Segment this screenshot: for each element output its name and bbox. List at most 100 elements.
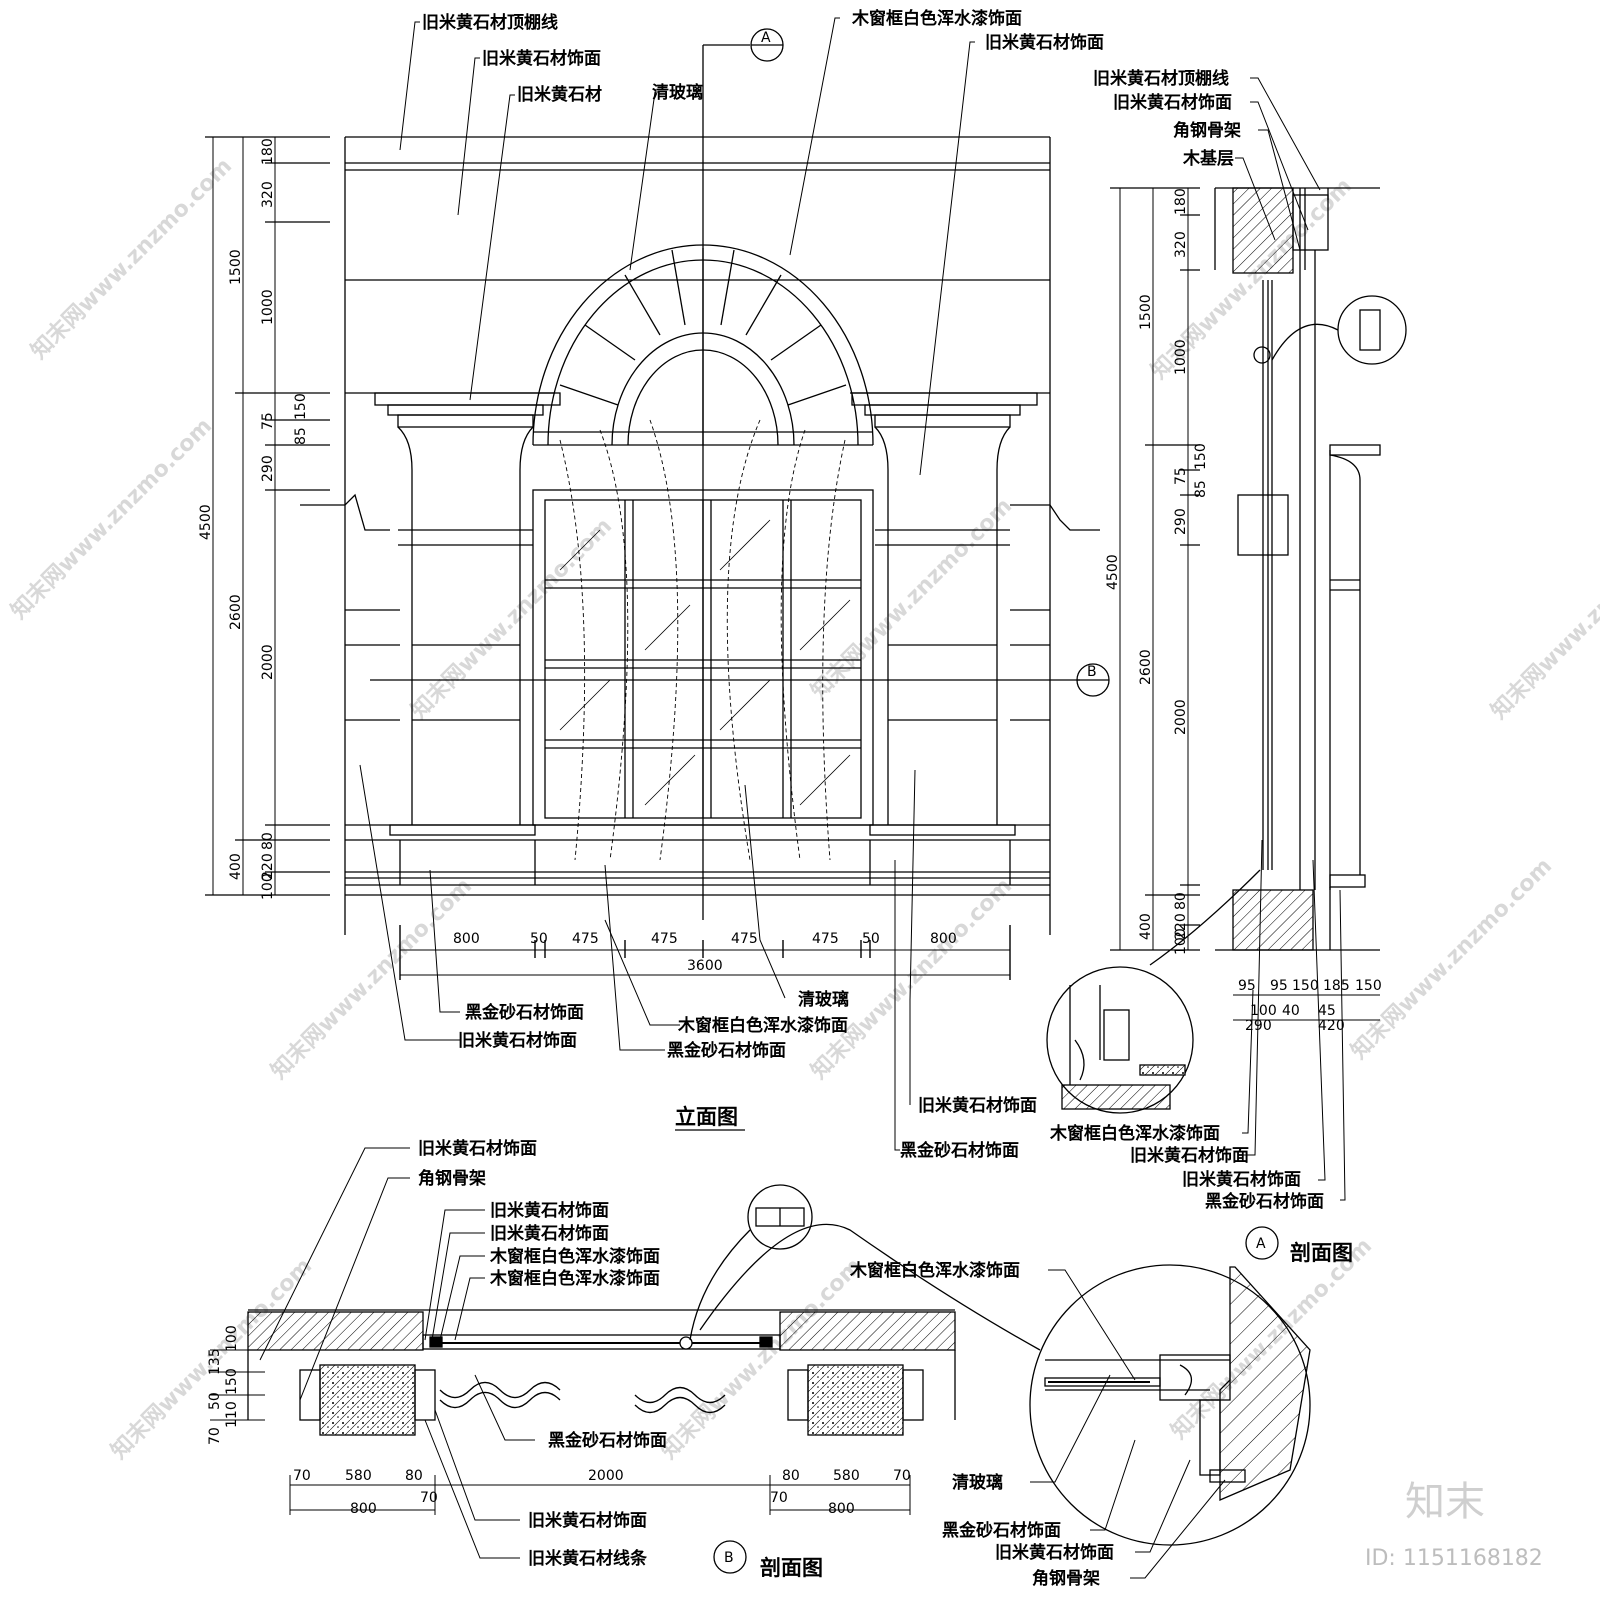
image-id: ID: 1151168182 [1365,1546,1543,1571]
dim-text: 800 [930,931,957,947]
brand-logo: 知末 [1405,1479,1485,1525]
section-marker-a-label: A [761,30,771,46]
section-a-dim-lines [1110,187,1380,1021]
elevation-title: 立面图 [675,1105,738,1129]
dim-text: 320 [260,181,276,208]
dim-text: 180 [1173,188,1189,215]
dim-text: 50 [207,1392,223,1410]
dim-text: 1000 [1173,339,1189,375]
elevation-dim-lines [205,136,330,896]
dim-text: 150 [224,1368,240,1395]
elevation-bottom-dimensions: 800 50 475 475 475 475 50 800 3600 [453,931,957,974]
label: 木窗框白色浑水漆饰面 [851,8,1022,29]
label: 旧米黄石材顶棚线 [422,12,558,33]
dim-text: 110 [224,1401,240,1428]
watermarks: 知末网www.znzmo.com 知末网www.znzmo.com 知末网www… [6,153,1600,1571]
dim-text: 1500 [228,249,244,285]
dim-text: 185 [1323,978,1350,994]
label: 木基层 [1182,148,1234,169]
label: 旧米黄石材饰面 [458,1030,577,1051]
dim-text: 580 [833,1468,860,1484]
label: 旧米黄石材饰面 [528,1510,647,1531]
dim-text: 290 [260,455,276,482]
label: 木窗框白色浑水漆饰面 [849,1260,1020,1281]
watermark-text: 知末网www.znzmo.com [266,873,477,1084]
label: 角钢骨架 [1032,1568,1100,1589]
dim-text: 70 [207,1427,223,1445]
label: 旧米黄石材饰面 [918,1095,1037,1116]
section-b-view [247,1184,956,1436]
label: 旧米黄石材饰面 [1113,92,1232,113]
label: 旧米黄石材饰面 [985,32,1104,53]
dim-text: 40 [1282,1003,1300,1019]
section-a-bottom-dimensions: 95 95 150 185 150 100 40 45 290 420 [1238,978,1382,1034]
dim-text: 3600 [687,958,723,974]
label: 黑金砂石材饰面 [1205,1191,1324,1212]
elevation-bottom-dim-lines [399,925,1011,980]
elevation-labels: 旧米黄石材顶棚线 旧米黄石材饰面 旧米黄石材 清玻璃 木窗框白色浑水漆饰面 旧米… [422,8,1104,1161]
section-a-leaders [1235,77,1346,1201]
dim-text: 100 [260,873,276,900]
section-b-left-dimensions: 100 135 150 50 110 70 [207,1325,240,1445]
label: 清玻璃 [798,989,849,1010]
dim-text: 475 [812,931,839,947]
section-b-leaders [259,1147,1226,1579]
dim-text: 80 [260,832,276,850]
label: 旧米黄石材饰面 [418,1138,537,1159]
dim-text: 50 [530,931,548,947]
dim-text: 80 [1173,892,1189,910]
dim-text: 150 [1292,978,1319,994]
dim-text: 1000 [260,289,276,325]
dim-text: 2600 [1138,649,1154,685]
dim-text: 475 [572,931,599,947]
label: 旧米黄石材线条 [528,1548,648,1569]
dim-text: 70 [420,1490,438,1506]
label: 角钢骨架 [418,1168,486,1189]
label: 木窗框白色浑水漆饰面 [677,1015,848,1036]
dim-text: 580 [345,1468,372,1484]
dim-text: 320 [1173,231,1189,258]
dim-text: 2000 [1173,699,1189,735]
dim-text: 70 [770,1490,788,1506]
dim-text: 420 [1318,1018,1345,1034]
label: 旧米黄石材 [517,84,602,105]
label: 清玻璃 [952,1472,1003,1493]
label: 黑金砂石材饰面 [548,1430,667,1451]
section-a-view [1214,187,1407,951]
label: 黑金砂石材饰面 [667,1040,786,1061]
label: 旧米黄石材饰面 [482,48,601,69]
label: 旧米黄石材饰面 [995,1542,1114,1563]
dim-text: 135 [207,1348,223,1375]
watermark-text: 知末网www.znzmo.com [26,153,237,364]
label: 旧米黄石材饰面 [1130,1145,1249,1166]
label: 木窗框白色浑水漆饰面 [489,1246,660,1267]
dim-text: 150 [1193,443,1209,470]
section-a-marker-label: A [1256,1236,1266,1252]
section-b-detail [699,1223,1311,1546]
dim-text: 4500 [1105,554,1121,590]
label: 黑金砂石材饰面 [465,1002,584,1023]
label: 旧米黄石材顶棚线 [1093,68,1229,89]
dim-text: 2600 [228,594,244,630]
elevation-left-dimensions: 180 320 1500 1000 150 75 85 290 4500 260… [198,138,309,900]
label: 清玻璃 [652,82,703,103]
dim-text: 2000 [588,1468,624,1484]
dim-text: 290 [1173,508,1189,535]
dim-text: 800 [453,931,480,947]
dim-text: 100 [224,1325,240,1352]
dim-text: 70 [293,1468,311,1484]
section-b-bottom-dimensions: 70 580 80 2000 80 580 70 70 800 70 800 [293,1468,911,1517]
section-a-detail [1046,869,1261,1114]
label: 旧米黄石材饰面 [1182,1169,1301,1190]
label: 黑金砂石材饰面 [942,1520,1061,1541]
dim-text: 100 [1250,1003,1277,1019]
elevation-leaders [359,17,975,1151]
section-b-dim-lines [210,1349,911,1515]
section-a-title: 剖面图 [1290,1241,1353,1265]
watermark-text: 知末网www.znzmo.com [806,873,1017,1084]
dim-text: 475 [651,931,678,947]
watermark-text: 知末网www.znzmo.com [1486,513,1600,724]
dim-text: 85 [293,427,309,445]
label: 旧米黄石材饰面 [490,1223,609,1244]
elevation-view [300,28,1110,935]
